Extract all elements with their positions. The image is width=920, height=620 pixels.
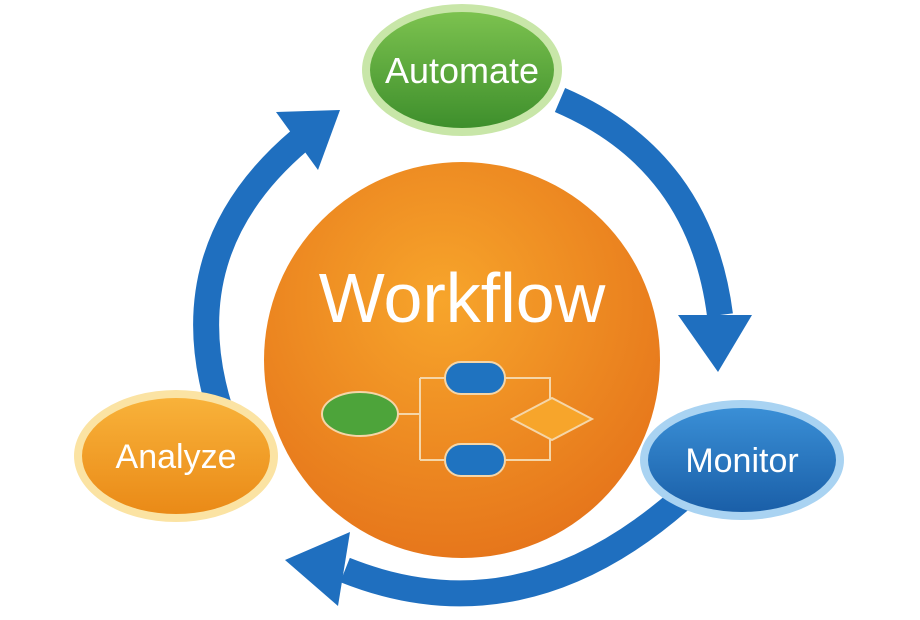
- mini-flowchart-icon: [321, 361, 595, 477]
- center-circle: Workflow: [264, 162, 660, 558]
- flowchart-process-bottom: [444, 443, 506, 477]
- node-automate-label: Automate: [385, 50, 539, 91]
- node-monitor-label: Monitor: [685, 442, 798, 480]
- node-monitor: Monitor: [640, 400, 844, 520]
- arrow-monitor-to-analyze: [285, 490, 689, 607]
- node-automate: Automate: [362, 4, 562, 136]
- center-title: Workflow: [319, 259, 606, 337]
- arrow-automate-to-monitor: [554, 88, 752, 372]
- node-analyze: Analyze: [74, 390, 278, 522]
- flowchart-process-top: [444, 361, 506, 395]
- flowchart-decision-diamond: [509, 396, 595, 442]
- arrow-analyze-to-automate: [193, 110, 340, 414]
- node-analyze-label: Analyze: [116, 438, 237, 476]
- flowchart-connectors: [398, 377, 551, 461]
- flowchart-start-oval: [321, 391, 399, 437]
